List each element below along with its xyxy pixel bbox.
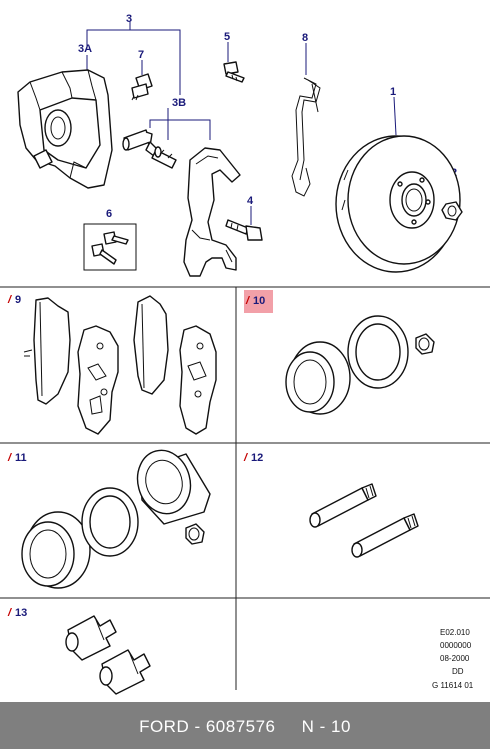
bleed-screw [131,73,153,101]
panel-grid [0,286,490,690]
svg-text:11: 11 [15,452,27,464]
callout-1: 1 [390,86,396,98]
piston-seal-kit [285,315,435,415]
callout-3a: 3A [78,43,92,55]
panel-label-9: / 9 [7,294,21,306]
caliper-carrier-bracket [183,147,241,277]
anti-rattle-spring [291,77,321,197]
code-line: G 11614 01 [432,681,474,690]
caliper-bolt-4 [225,219,263,241]
code-line: 08-2000 [440,654,470,663]
svg-text:/: / [245,295,251,307]
callout-leaders [86,22,456,225]
caliper-housing [17,69,113,189]
brake-disc [335,135,461,273]
svg-text:/: / [7,607,13,619]
code-line: DD [452,667,464,676]
bolt-set [83,223,137,271]
svg-text:/: / [243,452,249,464]
drawing-reference-codes: E02.010 0000000 08-2000 DD G 11614 01 [432,628,474,690]
callout-3b: 3B [172,97,186,109]
svg-text:/: / [7,452,13,464]
callout-6: 6 [106,208,112,220]
callout-7: 7 [138,49,144,61]
svg-text:13: 13 [15,607,27,619]
callout-4: 4 [247,195,254,207]
svg-text:10: 10 [253,295,265,307]
panel-label-10: / 10 [244,290,273,313]
piston-repair-kit [21,449,211,589]
callout-5: 5 [224,31,230,43]
code-line: 0000000 [440,641,472,650]
guide-pins [122,129,177,169]
brake-pads-set [23,295,217,435]
footer-bar [0,702,490,749]
callout-8: 8 [302,32,308,44]
panel-label-13: / 13 [7,607,27,619]
panel-label-12: / 12 [243,452,263,464]
svg-text:9: 9 [15,294,21,306]
svg-text:/: / [7,294,13,306]
retaining-screw [441,201,463,221]
panel-label-11: / 11 [7,452,27,464]
guide-sleeve-set [309,483,419,558]
callout-3: 3 [126,13,132,25]
guide-boot-set [65,615,151,695]
footer-part-number: FORD - 6087576 N - 10 [139,717,351,736]
panel-10-highlight [244,290,273,313]
code-line: E02.010 [440,628,470,637]
svg-text:12: 12 [251,452,263,464]
caliper-bolt-5 [223,61,245,83]
